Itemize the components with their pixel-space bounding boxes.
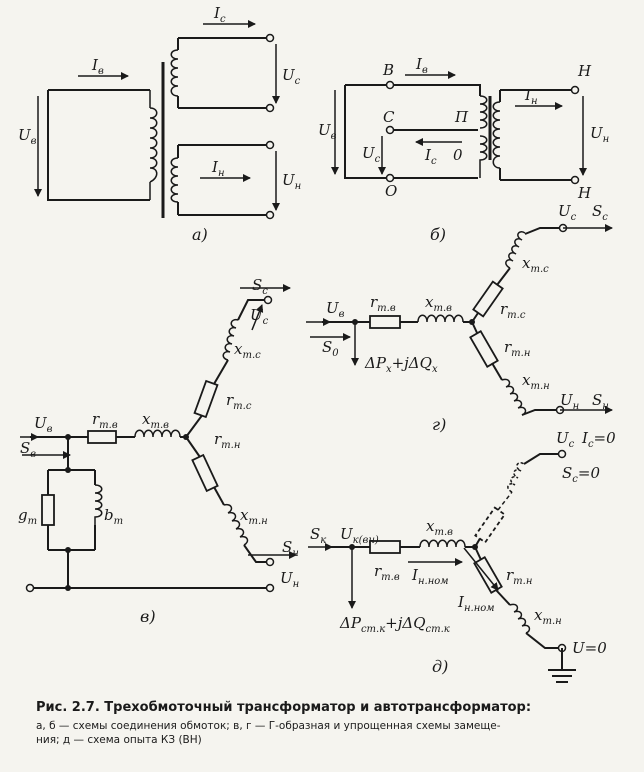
label-d-xtn: xт.н xyxy=(534,606,562,627)
label-a-Iv: Iв xyxy=(91,56,104,77)
tag-d: д) xyxy=(432,657,448,676)
label-b-Uv: Uв xyxy=(318,121,337,142)
label-a-Uv: Uв xyxy=(18,126,37,147)
label-d-Uk: Uк(вн) xyxy=(340,525,379,546)
label-d-Sc0: Sс=0 xyxy=(562,464,600,485)
label-d-rtv: rт.в xyxy=(374,562,400,583)
label-v-Sv: Sв xyxy=(20,439,36,460)
label-d-Inom1: Iн.ном xyxy=(411,566,449,587)
label-d-Ic0: Iс=0 xyxy=(581,429,616,450)
label-g-Uv: Uв xyxy=(326,299,345,320)
label-b-C: С xyxy=(383,108,395,126)
label-b-P: П xyxy=(454,108,469,126)
label-g-rtc: rт.с xyxy=(500,300,526,321)
panel-v-gamma-equivalent-circuit: Uв Sв rт.в xт.в xт.с rт.с Sс Uс rт.н xт.… xyxy=(18,276,299,626)
label-v-Sc: Sс xyxy=(252,276,268,297)
label-v-Sn: Sн xyxy=(282,538,299,559)
label-d-xtv: xт.в xyxy=(426,517,453,538)
figure-caption: Рис. 2.7. Трехобмоточный трансформатор и… xyxy=(36,700,636,747)
label-g-rtn: rт.н xyxy=(504,338,530,359)
label-b-H1: Н xyxy=(577,62,592,80)
label-a-In: Iн xyxy=(211,158,225,179)
label-b-Un: Uн xyxy=(590,124,609,145)
tag-v: в) xyxy=(140,607,156,626)
label-v-xtn: xт.н xyxy=(240,506,268,527)
panel-g-simplified-circuit: Uв S0 rт.в xт.в ΔPx+jΔQx Uс Sс xт.с rт.с… xyxy=(306,202,613,434)
label-b-B: В xyxy=(382,61,394,79)
label-a-Un: Uн xyxy=(282,171,301,192)
label-v-xtc: xт.с xyxy=(234,340,261,361)
panel-b-autotransformer-scheme: В С О П 0 Н Н Iв Uв Uс Iс Iн Uн б) xyxy=(318,55,609,244)
tag-b: б) xyxy=(430,225,446,244)
label-b-Iv: Iв xyxy=(415,55,428,76)
label-a-Ic: Iс xyxy=(213,4,226,25)
label-g-xtn: xт.н xyxy=(522,371,550,392)
label-d-Inom2: Iн.ном xyxy=(457,593,495,614)
label-v-bt: bт xyxy=(104,506,123,527)
label-b-Ic: Iс xyxy=(424,146,437,167)
label-b-H2: Н xyxy=(577,184,592,202)
label-g-xtc: xт.с xyxy=(522,254,549,275)
label-v-rtv: rт.в xyxy=(92,410,118,431)
panel-d-short-circuit-test: Sк Uк(вн) rт.в xт.в Iн.ном Iн.ном ΔPст.к… xyxy=(308,429,616,683)
label-g-Uc: Uс xyxy=(558,202,577,223)
label-v-gt: gт xyxy=(18,506,37,527)
label-v-rtc: rт.с xyxy=(226,391,252,412)
label-b-In: Iн xyxy=(524,86,538,107)
label-d-U0: U=0 xyxy=(572,639,607,657)
label-g-S0: S0 xyxy=(322,338,339,359)
label-d-Uc: Uс xyxy=(556,429,575,450)
label-d-rtn: rт.н xyxy=(506,566,532,587)
caption-line-2: ния; д — схема опыта КЗ (ВН) xyxy=(36,734,202,746)
label-g-Sn: Sн xyxy=(592,391,609,412)
label-d-losses: ΔPст.к+jΔQст.к xyxy=(339,614,450,635)
label-g-losses: ΔPx+jΔQx xyxy=(364,354,438,375)
label-v-Uc: Uс xyxy=(250,306,269,327)
label-d-Sk: Sк xyxy=(310,525,326,546)
transformer-figure: Iв Uв Iс Uс Iн Uн а) В С О П 0 Н Н Iв xyxy=(18,4,616,683)
caption-line-1: а, б — схемы соединения обмоток; в, г — … xyxy=(36,720,501,732)
label-g-xtv: xт.в xyxy=(425,293,452,314)
label-g-rtv: rт.в xyxy=(370,293,396,314)
label-b-0: 0 xyxy=(453,146,463,164)
label-v-Un: Uн xyxy=(280,569,299,590)
label-g-Un: Uн xyxy=(560,391,579,412)
label-v-Uv: Uв xyxy=(34,414,53,435)
caption-title: Рис. 2.7. Трехобмоточный трансформатор и… xyxy=(36,700,532,715)
tag-g: г) xyxy=(432,415,446,434)
label-b-O: О xyxy=(385,182,397,200)
label-b-Uc: Uс xyxy=(362,144,381,165)
label-g-Sc: Sс xyxy=(592,202,608,223)
label-v-rtn: rт.н xyxy=(214,430,240,451)
label-a-Uc: Uс xyxy=(282,66,301,87)
label-v-xtv: xт.в xyxy=(142,410,169,431)
tag-a: а) xyxy=(192,225,208,244)
panel-a-connection-scheme: Iв Uв Iс Uс Iн Uн а) xyxy=(18,4,301,244)
